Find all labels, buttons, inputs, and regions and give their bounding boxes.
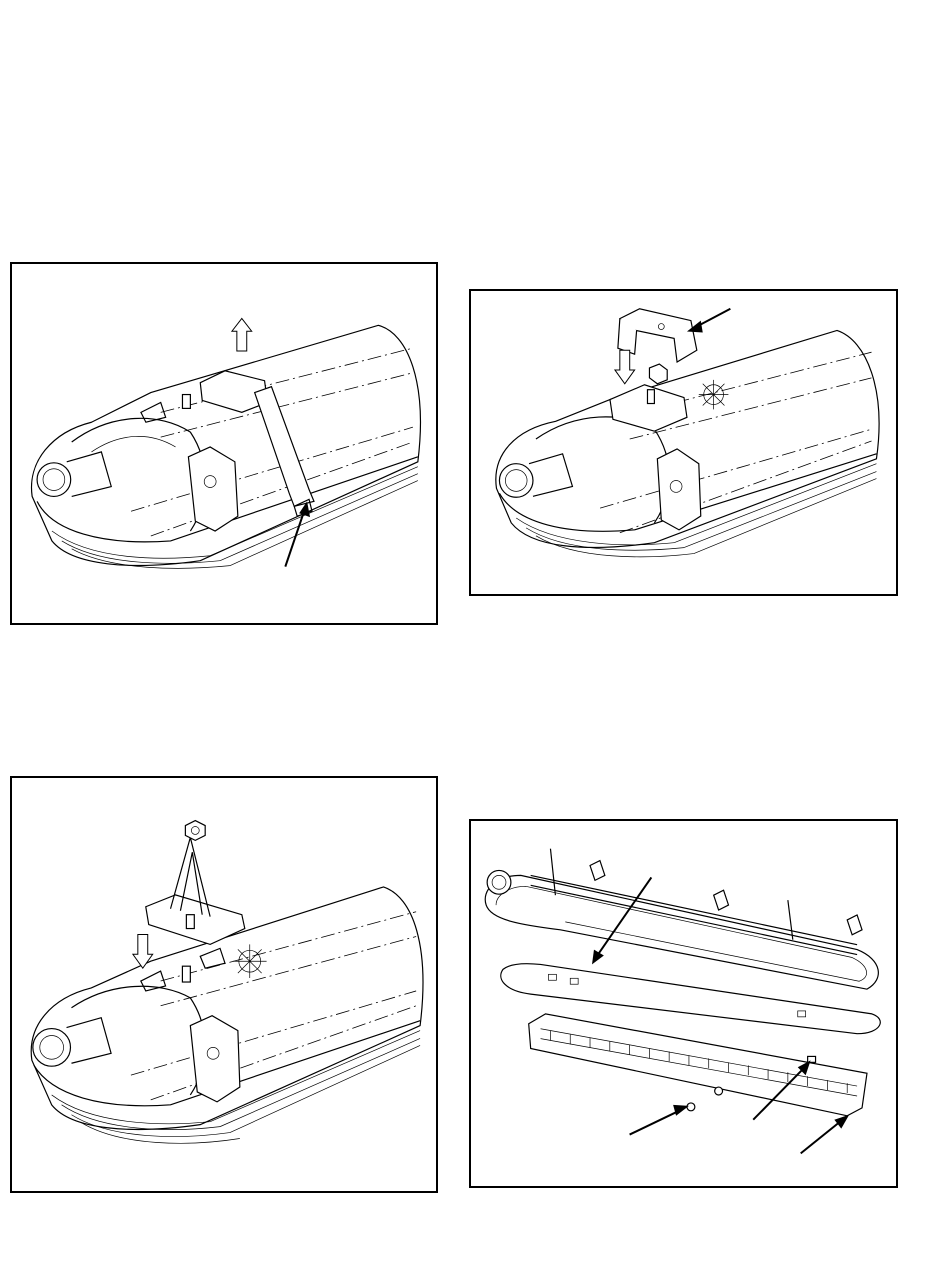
fixture-drawing-2 (471, 291, 896, 594)
nut-pointer-arrow-icon (630, 1105, 689, 1135)
figure-exploded-reflector (469, 819, 898, 1188)
band-pointer-arrow-icon (285, 501, 310, 566)
figure-attach-bracket (469, 289, 898, 596)
figure-remove-band (10, 262, 438, 625)
tray-pointer-arrow-icon (801, 1115, 849, 1154)
fixture-drawing-4 (471, 821, 896, 1186)
fixture-drawing-1 (12, 264, 436, 623)
bracket-pointer-arrow-icon (687, 309, 730, 333)
down-hollow-arrow-icon (133, 934, 153, 968)
figure-hook-mount (10, 776, 438, 1193)
up-hollow-arrow-icon (232, 318, 252, 351)
down-hollow-arrow-icon (615, 350, 635, 384)
fixture-drawing-3 (12, 778, 436, 1191)
